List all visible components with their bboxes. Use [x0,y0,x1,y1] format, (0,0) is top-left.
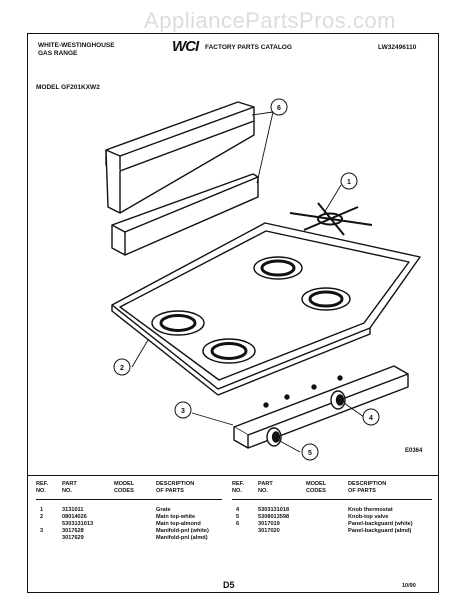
page-number: D5 [223,580,235,590]
callout-2 [113,358,131,376]
brand-name: WHITE-WESTINGHOUSE [38,42,115,49]
brand-block: WHITE-WESTINGHOUSE GAS RANGE [38,42,115,58]
callout-label-2: 2 [120,365,124,372]
callout-1 [340,172,358,190]
callout-6 [270,98,288,116]
page-frame [27,33,439,593]
col-header-desc: DESCRIPTION OF PARTS [156,481,195,494]
col-header-part: PART NO. [258,481,273,494]
col-header-ref: REF. NO. [232,481,245,494]
callout-label-1: 1 [347,179,351,186]
grate [289,202,373,236]
diagram-code: E0364 [405,448,423,454]
col-header-codes: MODEL CODES [306,481,327,494]
backguard-panel [105,101,255,214]
watermark: AppliancePartsPros.com [144,8,396,33]
callout-5 [301,443,319,461]
wci-logo: WCI [172,38,199,55]
callout-label-6: 6 [277,105,281,112]
model-number: MODEL GF201KXW2 [36,84,100,91]
backguard-channel [111,173,259,256]
table-top-rule [28,475,438,476]
revision-date: 10/90 [402,583,416,589]
main-top [111,222,421,396]
burner-ring [202,338,256,364]
col-header-part: PART NO. [62,481,77,494]
callout-label-4: 4 [369,415,373,422]
col-header-ref: REF. NO. [36,481,49,494]
col-header-codes: MODEL CODES [114,481,135,494]
burner-ring [253,256,303,280]
product-type: GAS RANGE [38,50,78,57]
callout-label-3: 3 [181,408,185,415]
knob-thermostat [330,390,346,410]
burner-ring [151,310,205,336]
callout-label-5: 5 [308,450,312,457]
manifold-panel [233,365,409,449]
header-rule [36,499,222,500]
callout-4 [362,408,380,426]
knob-top-valve [266,427,282,447]
header-rule [232,499,432,500]
col-header-desc: DESCRIPTION OF PARTS [348,481,387,494]
callout-3 [174,401,192,419]
burner-ring [301,287,351,311]
catalog-title: FACTORY PARTS CATALOG [205,44,292,51]
exploded-parts-diagram: 1 2 3 4 5 6 [105,98,421,461]
document-number: LW32496110 [378,44,417,51]
